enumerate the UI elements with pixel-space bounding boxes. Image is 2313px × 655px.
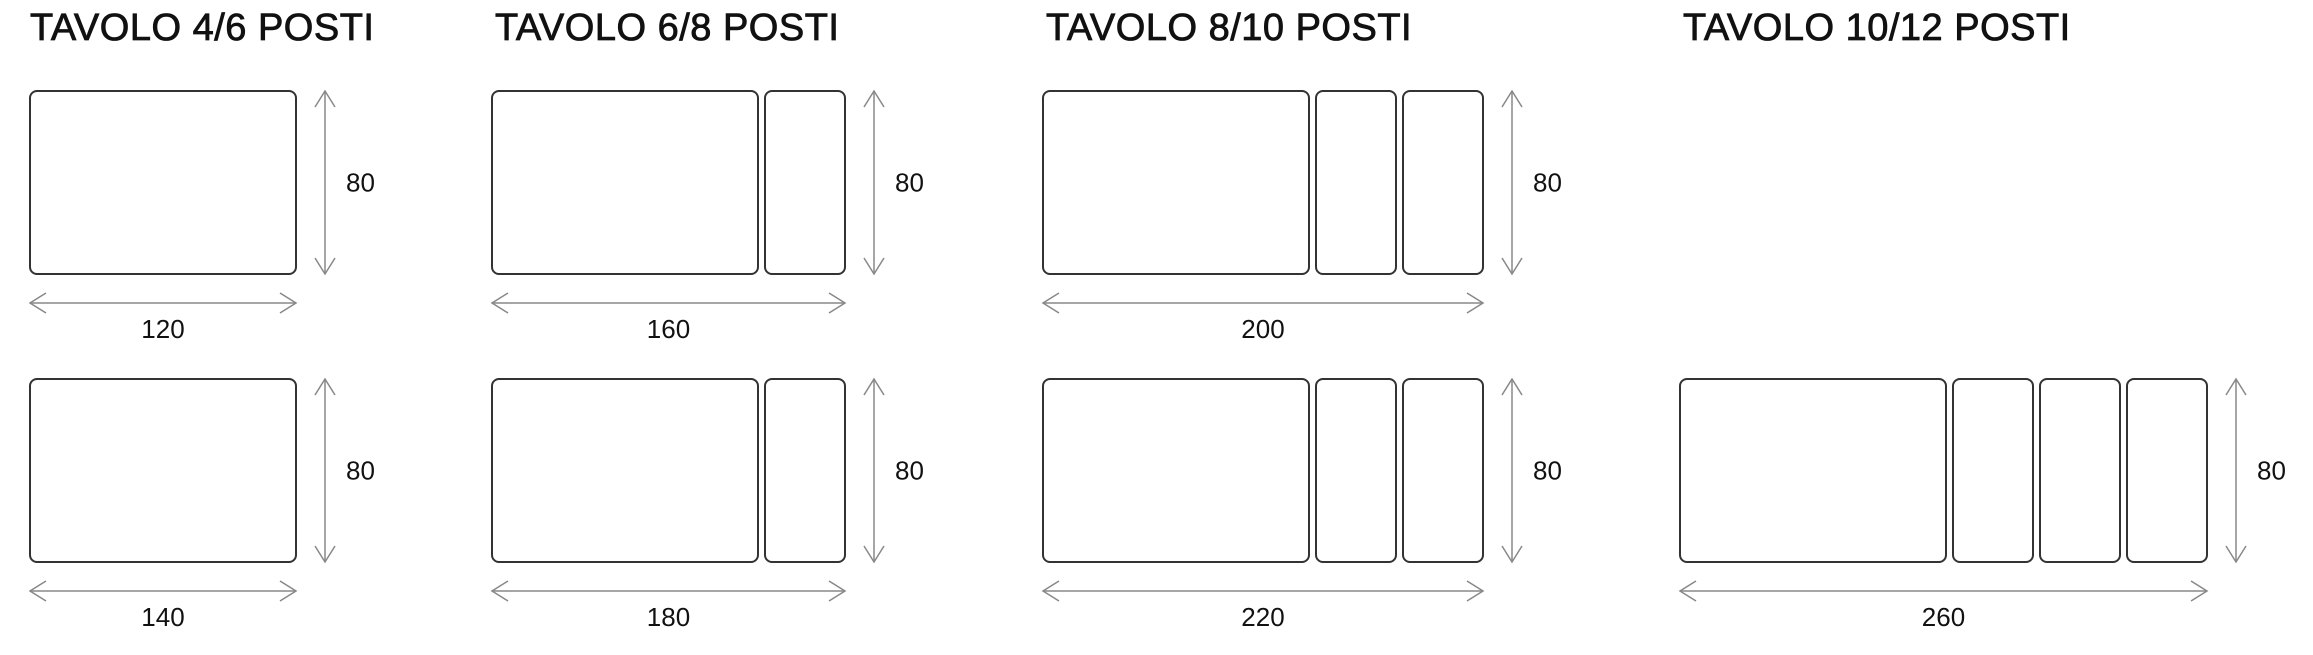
- arrow-down-icon: [1501, 257, 1523, 276]
- table-top-panel: [29, 378, 297, 563]
- arrow-right-icon: [279, 292, 298, 314]
- arrow-down-icon: [314, 545, 336, 564]
- arrow-down-icon: [863, 257, 885, 276]
- arrow-up-icon: [863, 89, 885, 108]
- arrow-up-icon: [2225, 377, 2247, 396]
- extension-leaf: [764, 90, 846, 275]
- depth-dimension: 80: [1501, 89, 1562, 276]
- arrow-left-icon: [490, 292, 509, 314]
- arrow-down-icon: [314, 257, 336, 276]
- depth-label: 80: [895, 456, 924, 486]
- depth-label: 80: [2257, 456, 2286, 486]
- table-180: 180 80: [490, 377, 924, 632]
- depth-label: 80: [346, 168, 375, 198]
- table-top-panel: [491, 378, 759, 563]
- extension-leaf: [1402, 90, 1484, 275]
- length-label: 180: [647, 602, 690, 632]
- arrow-left-icon: [1678, 580, 1697, 602]
- depth-dimension: 80: [1501, 377, 1562, 564]
- extension-leaf: [1315, 90, 1397, 275]
- table-200: 200 80: [1041, 89, 1562, 344]
- extension-leaf: [1952, 378, 2034, 563]
- length-dimension: 220: [1041, 580, 1485, 632]
- title-tavolo-4-6-posti: TAVOLO 4/6 POSTI: [30, 7, 375, 50]
- length-dimension: 120: [28, 292, 298, 344]
- length-dimension: 200: [1041, 292, 1485, 344]
- extension-leaf: [2126, 378, 2208, 563]
- table-140: 140 80: [28, 377, 375, 632]
- extension-leaf: [1402, 378, 1484, 563]
- table-top-panel: [491, 90, 759, 275]
- arrow-left-icon: [1041, 580, 1060, 602]
- depth-label: 80: [1533, 456, 1562, 486]
- table-220: 220 80: [1041, 377, 1562, 632]
- arrow-up-icon: [1501, 377, 1523, 396]
- extension-leaf: [764, 378, 846, 563]
- arrow-down-icon: [863, 545, 885, 564]
- arrow-up-icon: [1501, 89, 1523, 108]
- length-dimension: 160: [490, 292, 847, 344]
- length-label: 140: [141, 602, 184, 632]
- arrow-right-icon: [2190, 580, 2209, 602]
- length-label: 160: [647, 314, 690, 344]
- arrow-down-icon: [1501, 545, 1523, 564]
- length-dimension: 260: [1678, 580, 2209, 632]
- arrow-up-icon: [314, 377, 336, 396]
- table-120: 120 80: [28, 89, 375, 344]
- arrow-right-icon: [1466, 580, 1485, 602]
- table-260: 260 80: [1678, 377, 2286, 632]
- depth-dimension: 80: [863, 377, 924, 564]
- table-top-panel: [1042, 90, 1310, 275]
- depth-dimension: 80: [314, 377, 375, 564]
- arrow-right-icon: [1466, 292, 1485, 314]
- arrow-up-icon: [314, 89, 336, 108]
- length-dimension: 140: [28, 580, 298, 632]
- depth-label: 80: [895, 168, 924, 198]
- depth-dimension: 80: [863, 89, 924, 276]
- length-label: 120: [141, 314, 184, 344]
- depth-dimension: 80: [2225, 377, 2286, 564]
- table-top-panel: [29, 90, 297, 275]
- arrow-left-icon: [490, 580, 509, 602]
- title-tavolo-6-8-posti: TAVOLO 6/8 POSTI: [495, 7, 840, 50]
- extension-leaf: [1315, 378, 1397, 563]
- arrow-left-icon: [28, 292, 47, 314]
- arrow-left-icon: [1041, 292, 1060, 314]
- depth-label: 80: [346, 456, 375, 486]
- table-top-panel: [1679, 378, 1947, 563]
- table-top-panel: [1042, 378, 1310, 563]
- arrow-right-icon: [828, 580, 847, 602]
- arrow-right-icon: [279, 580, 298, 602]
- arrow-down-icon: [2225, 545, 2247, 564]
- length-label: 200: [1241, 314, 1284, 344]
- arrow-up-icon: [863, 377, 885, 396]
- length-label: 220: [1241, 602, 1284, 632]
- title-tavolo-8-10-posti: TAVOLO 8/10 POSTI: [1046, 7, 1413, 50]
- length-label: 260: [1922, 602, 1965, 632]
- title-tavolo-10-12-posti: TAVOLO 10/12 POSTI: [1683, 7, 2071, 50]
- extension-leaf: [2039, 378, 2121, 563]
- arrow-right-icon: [828, 292, 847, 314]
- length-dimension: 180: [490, 580, 847, 632]
- depth-label: 80: [1533, 168, 1562, 198]
- arrow-left-icon: [28, 580, 47, 602]
- depth-dimension: 80: [314, 89, 375, 276]
- table-160: 160 80: [490, 89, 924, 344]
